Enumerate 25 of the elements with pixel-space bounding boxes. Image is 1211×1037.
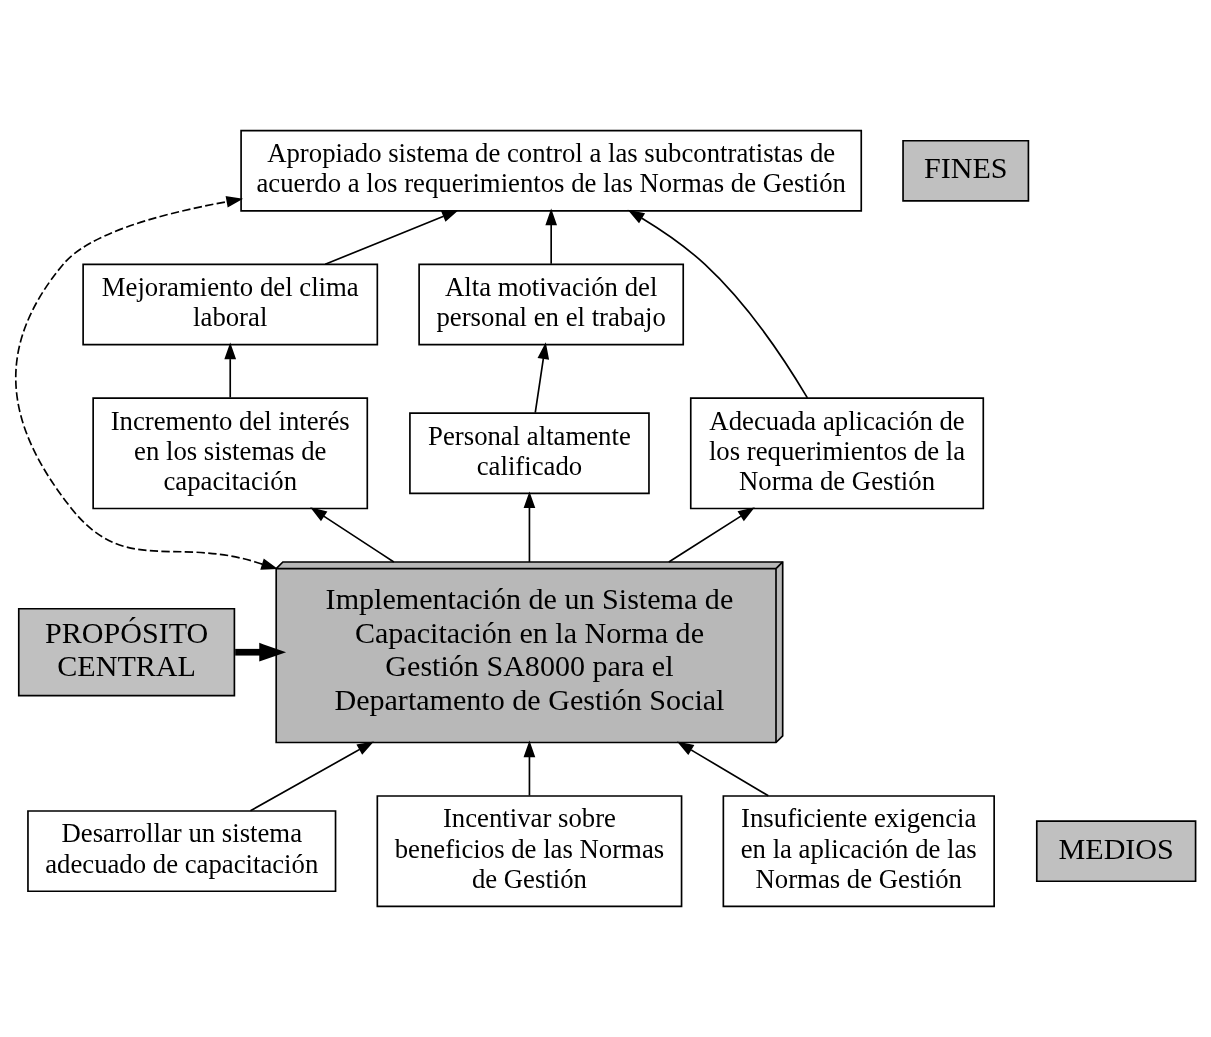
arrow [224, 342, 237, 399]
arrow [15, 196, 279, 570]
arrow [627, 209, 809, 399]
arrow [310, 507, 395, 563]
arrow [676, 741, 770, 797]
node-box: Insuficiente exigencia en la aplicación de las Normas de Gestión [722, 795, 995, 908]
node-box: Incremento del interés en los sistemas de capacitación [92, 397, 369, 510]
node-box: Incentivar sobre beneficios de las Normas de Gestión [376, 795, 683, 908]
arrow [523, 491, 536, 563]
node-box: Desarrollar un sistema adecuado de capacitación [27, 810, 337, 893]
arrow [324, 210, 459, 266]
node-box: FINES [902, 139, 1030, 202]
node-box: Adecuada aplicación de los requerimientos de la Norma de Gestión [689, 397, 985, 510]
arrow [523, 740, 536, 797]
arrow [668, 507, 755, 563]
arrow [235, 642, 287, 662]
node-box: Mejoramiento del clima laboral [82, 263, 379, 346]
node-box: Alta motivación del personal en el trabajo [418, 263, 685, 346]
node-box: MEDIOS [1035, 820, 1197, 883]
arrow [545, 208, 558, 265]
node-box: PROPÓSITO CENTRAL [17, 607, 236, 697]
node-box: Apropiado sistema de control a las subcontratistas de acuerdo a los requerimientos de las Normas de Gestión [240, 129, 863, 212]
node-box: Personal altamente calificado [409, 412, 650, 495]
arrow [534, 342, 550, 414]
arrow [249, 741, 374, 812]
